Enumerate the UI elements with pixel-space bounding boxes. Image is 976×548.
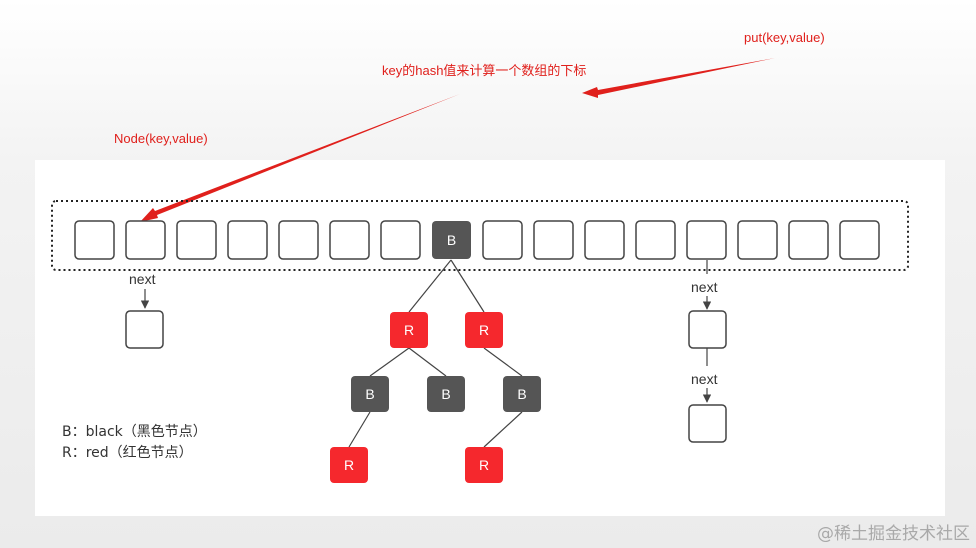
svg-text:B: B bbox=[365, 386, 374, 402]
tree-node-black-2: B bbox=[427, 376, 465, 412]
next-label-2: next bbox=[691, 279, 718, 295]
array-slot bbox=[74, 220, 115, 260]
next-label-1: next bbox=[129, 271, 156, 287]
chain-node-2 bbox=[688, 310, 727, 349]
tree-node-black-1: B bbox=[351, 376, 389, 412]
put-annotation: put(key,value) bbox=[744, 30, 825, 45]
array-slot bbox=[686, 220, 727, 260]
tree-node-red-3: R bbox=[330, 447, 368, 483]
legend: B：black（黑色节点） R：red（红色节点） bbox=[62, 422, 207, 464]
array-slot bbox=[432, 221, 471, 259]
array-slot bbox=[584, 220, 625, 260]
chain-node-3 bbox=[688, 404, 727, 443]
tree-edges bbox=[348, 259, 523, 448]
array-slot bbox=[482, 220, 523, 260]
svg-text:R: R bbox=[344, 457, 354, 473]
tree-node-red-1: R bbox=[390, 312, 428, 348]
array-slot bbox=[329, 220, 370, 260]
node-annotation: Node(key,value) bbox=[114, 131, 208, 146]
array-slot bbox=[839, 220, 880, 260]
array-container bbox=[51, 200, 909, 271]
next-label-3: next bbox=[691, 371, 718, 387]
watermark: @稀土掘金技术社区 bbox=[817, 524, 970, 544]
svg-text:B: B bbox=[441, 386, 450, 402]
array-slot bbox=[125, 220, 166, 260]
legend-red: R：red（红色节点） bbox=[62, 445, 193, 461]
svg-text:R: R bbox=[479, 322, 489, 338]
svg-text:R: R bbox=[404, 322, 414, 338]
array-slots: B bbox=[74, 220, 880, 260]
svg-text:B: B bbox=[517, 386, 526, 402]
array-slot bbox=[788, 220, 829, 260]
array-slot-black-label: B bbox=[447, 232, 456, 248]
array-slot bbox=[227, 220, 268, 260]
put-arrow bbox=[582, 58, 775, 98]
array-slot bbox=[635, 220, 676, 260]
tree-node-red-4: R bbox=[465, 447, 503, 483]
array-slot bbox=[380, 220, 421, 260]
array-slot bbox=[278, 220, 319, 260]
svg-text:R: R bbox=[479, 457, 489, 473]
tree-node-black-3: B bbox=[503, 376, 541, 412]
legend-black: B：black（黑色节点） bbox=[62, 424, 207, 440]
array-slot bbox=[533, 220, 574, 260]
tree-node-red-2: R bbox=[465, 312, 503, 348]
array-slot bbox=[737, 220, 778, 260]
array-slot bbox=[176, 220, 217, 260]
hash-index-annotation: key的hash值来计算一个数组的下标 bbox=[382, 63, 587, 78]
node-arrow bbox=[140, 94, 460, 222]
chain-node-1 bbox=[125, 310, 164, 349]
